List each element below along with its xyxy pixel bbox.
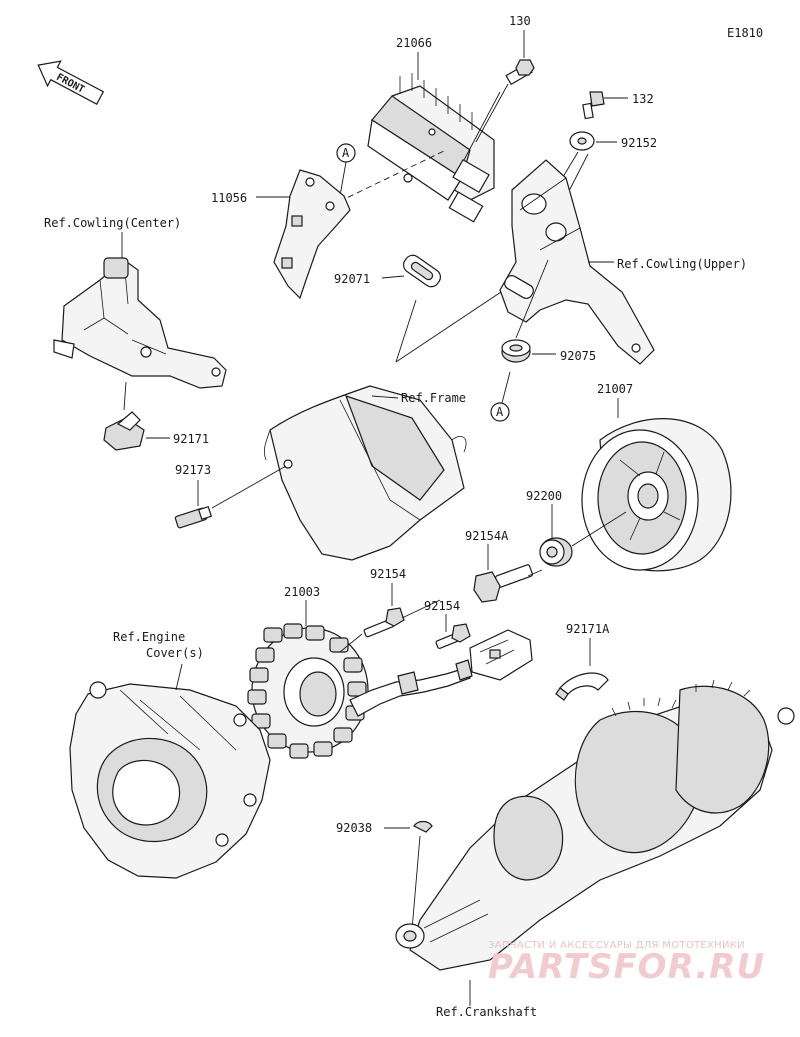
- label-92154-1: 92154: [370, 567, 406, 581]
- stator-connector[interactable]: [469, 629, 533, 681]
- label-cowling-center: Ref.Cowling(Center): [44, 216, 181, 230]
- cowling-upper-bracket: [499, 159, 655, 365]
- label-92154-2: 92154: [424, 599, 460, 613]
- washer-92200[interactable]: [539, 537, 573, 567]
- regulator-rectifier[interactable]: [367, 73, 495, 223]
- crankshaft-reference: [395, 679, 795, 971]
- label-21066: 21066: [396, 36, 432, 50]
- key-92038[interactable]: [413, 820, 433, 833]
- bolt-132[interactable]: [582, 91, 605, 120]
- watermark-line1: ЗАПЧАСТИ И АКСЕССУАРЫ ДЛЯ МОТОТЕХНИКИ: [488, 940, 745, 951]
- frame-reference: [263, 385, 467, 561]
- bolt-92154-stator[interactable]: [363, 607, 405, 638]
- label-92171a: 92171A: [566, 622, 610, 636]
- label-crankshaft: Ref.Crankshaft: [436, 1005, 537, 1019]
- label-11056: 11056: [211, 191, 247, 205]
- label-21003: 21003: [284, 585, 320, 599]
- bracket-11056[interactable]: [273, 169, 351, 300]
- callout-a-lower: A: [490, 402, 510, 422]
- label-92071: 92071: [334, 272, 370, 286]
- callout-a-upper: A: [336, 143, 356, 163]
- grommet-92071[interactable]: [400, 252, 443, 290]
- engine-cover-reference: [69, 681, 271, 879]
- front-arrow-icon: FRONT: [37, 60, 105, 105]
- label-engine-cover-line1: Ref.Engine: [113, 630, 185, 644]
- label-21007: 21007: [597, 382, 633, 396]
- label-92173: 92173: [175, 463, 211, 477]
- bolt-92154a[interactable]: [473, 564, 534, 603]
- stator-wire-harness[interactable]: [349, 659, 473, 717]
- label-92152: 92152: [621, 136, 657, 150]
- washer-92152[interactable]: [569, 131, 595, 151]
- label-92171: 92171: [173, 432, 209, 446]
- clamp-92171a[interactable]: [555, 672, 609, 701]
- label-frame: Ref.Frame: [401, 391, 466, 405]
- diagram-code: E1810: [727, 26, 763, 40]
- clamp-92171[interactable]: [103, 411, 145, 451]
- stator-21003[interactable]: [247, 623, 369, 759]
- label-engine-cover: Ref.Engine Cover(s): [113, 630, 204, 660]
- grommet-92075[interactable]: [501, 339, 531, 363]
- stator-coils: [247, 623, 367, 759]
- label-130: 130: [509, 14, 531, 28]
- watermark-logo: PARTSFOR.RU: [488, 947, 765, 987]
- bolt-130[interactable]: [505, 59, 535, 86]
- sensor-92173[interactable]: [174, 505, 213, 529]
- bolt-92154-harness[interactable]: [435, 623, 471, 649]
- label-cowling-upper: Ref.Cowling(Upper): [617, 257, 747, 271]
- label-engine-cover-line2: Cover(s): [146, 646, 204, 660]
- label-92075: 92075: [560, 349, 596, 363]
- watermark: ЗАПЧАСТИ И АКСЕССУАРЫ ДЛЯ МОТОТЕХНИКИ PA…: [488, 940, 765, 987]
- label-92154a: 92154A: [465, 529, 509, 543]
- label-92038: 92038: [336, 821, 372, 835]
- svg-text:A: A: [342, 146, 350, 160]
- rotor-21007[interactable]: [581, 418, 732, 572]
- label-92200: 92200: [526, 489, 562, 503]
- svg-text:A: A: [496, 405, 504, 419]
- cowling-center-bracket: [53, 257, 227, 389]
- label-132: 132: [632, 92, 654, 106]
